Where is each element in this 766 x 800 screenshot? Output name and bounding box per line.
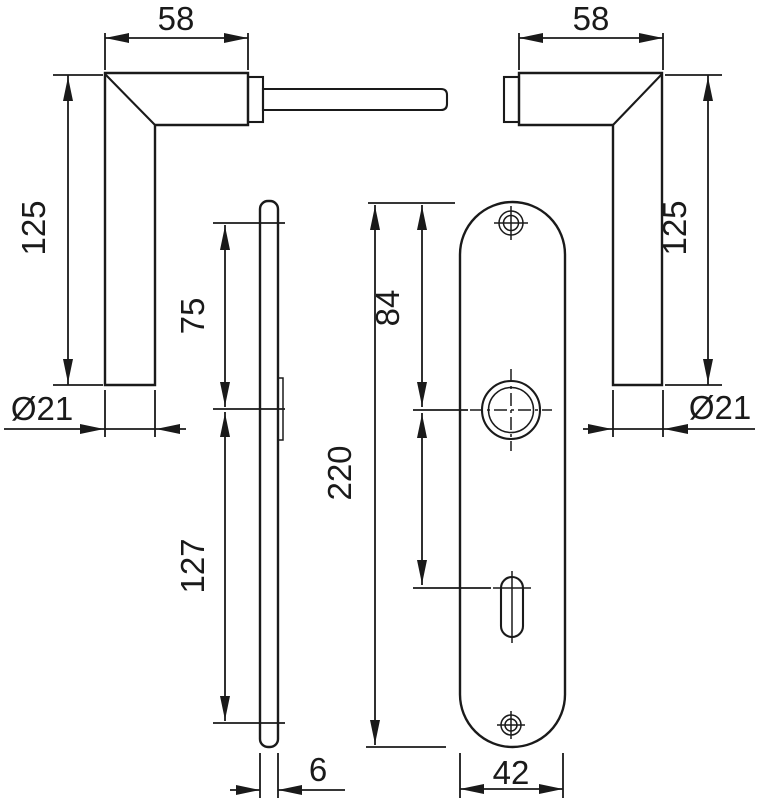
- bottom-screw-hole: [497, 711, 525, 739]
- arrowhead-up: [417, 206, 427, 230]
- arrowhead-up: [63, 77, 73, 101]
- left-dim-length: 125: [15, 74, 103, 386]
- dimension-lines: [366, 205, 446, 748]
- right-width-label: 58: [573, 0, 610, 37]
- arrowhead-down: [220, 696, 230, 720]
- arrowhead-right: [539, 784, 563, 794]
- arrowhead-left: [460, 784, 484, 794]
- side-upper-label: 75: [174, 298, 211, 335]
- left-dim-width: 58: [104, 0, 249, 70]
- right-grip-diameter-label: Ø21: [689, 389, 751, 426]
- arrowhead-right: [224, 33, 248, 43]
- left-handle-outline: [103, 71, 250, 387]
- arrowhead-left: [519, 33, 543, 43]
- dimension-lines: [213, 412, 285, 724]
- arrowhead-down: [417, 560, 427, 584]
- right-length-label: 125: [656, 200, 693, 255]
- arrowhead-up: [370, 206, 380, 230]
- side-dim-upper: 75: [174, 222, 285, 410]
- arrowhead-up: [220, 413, 230, 437]
- right-handle-outline: [517, 71, 664, 387]
- right-handle-miter-edge: [612, 73, 663, 126]
- left-handle-miter-edge: [104, 73, 156, 126]
- left-width-label: 58: [158, 0, 195, 37]
- arrowhead-right: [639, 33, 663, 43]
- hub-centerlines: [470, 369, 552, 451]
- side-dim-lower: 127: [174, 412, 285, 724]
- dimension-lines: [53, 74, 103, 386]
- dimension-lines: [213, 222, 285, 410]
- dimension-lines: [230, 753, 345, 798]
- left-length-label: 125: [15, 200, 52, 255]
- arrowhead-down: [417, 382, 427, 406]
- side-dim-thickness: 6: [230, 751, 345, 798]
- arrowhead-left: [156, 424, 180, 434]
- left-grip-diameter-label: Ø21: [11, 390, 73, 427]
- arrowhead-down: [63, 359, 73, 383]
- front-dim-hub-to-keyhole: [413, 409, 491, 589]
- backplate-side-view: 75 127 6: [174, 199, 345, 798]
- dimension-lines: [368, 202, 455, 407]
- arrowhead-left: [278, 785, 302, 795]
- bottom-screw-crosshair: [497, 711, 525, 739]
- arrowhead-right: [588, 424, 612, 434]
- right-handle-view: 58 125 Ø21: [502, 0, 755, 437]
- left-handle-view: 58 125 Ø21: [4, 0, 449, 437]
- arrowhead-up: [220, 226, 230, 250]
- right-dim-grip-diameter: Ø21: [583, 389, 755, 437]
- right-dim-width: 58: [518, 0, 664, 70]
- front-width-label: 42: [493, 754, 530, 791]
- top-screw-hole: [494, 206, 528, 240]
- front-length-label: 220: [321, 445, 358, 500]
- left-handle-spindle: [261, 87, 449, 112]
- front-dim-top-to-hub: 84: [368, 202, 455, 407]
- arrowhead-down: [703, 359, 713, 383]
- arrowhead-down: [370, 720, 380, 744]
- keyhole-centerlines: [493, 571, 531, 643]
- dimension-lines: [665, 74, 722, 386]
- left-dim-grip-diameter: Ø21: [4, 390, 186, 437]
- arrowhead-left: [664, 424, 688, 434]
- right-dim-length: 125: [656, 74, 722, 386]
- arrowhead-up: [417, 414, 427, 438]
- arrowhead-right: [80, 424, 104, 434]
- front-dim-width: 42: [459, 753, 564, 798]
- side-plate-outline: [258, 199, 280, 749]
- side-thickness-label: 6: [309, 751, 327, 788]
- backplate-front-view: 84 220 42: [321, 200, 567, 798]
- side-lower-label: 127: [174, 538, 211, 593]
- dimension-lines: [413, 409, 491, 589]
- arrowhead-right: [236, 785, 260, 795]
- handle-hub-hole: [470, 369, 552, 451]
- arrowhead-up: [703, 77, 713, 101]
- arrowhead-left: [105, 33, 129, 43]
- left-handle-neck: [246, 75, 265, 124]
- keyhole: [493, 571, 531, 643]
- front-plate-outline: [458, 200, 567, 749]
- front-dim-length: 220: [321, 205, 446, 748]
- arrowhead-down: [220, 382, 230, 406]
- top-screw-crosshair: [494, 206, 528, 240]
- right-handle-neck: [502, 75, 521, 124]
